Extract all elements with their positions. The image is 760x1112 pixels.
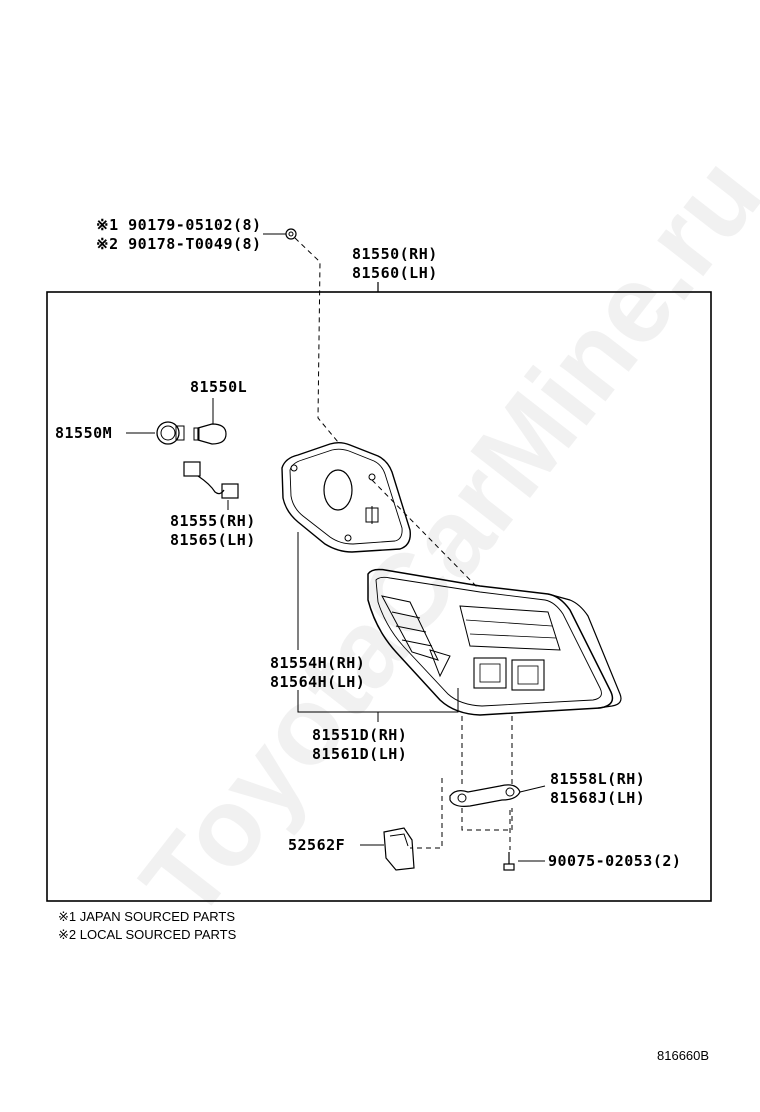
diagram-code: 816660B bbox=[657, 1048, 710, 1063]
lamp-lens-icon bbox=[367, 568, 622, 716]
sourcing-notes: ※1 JAPAN SOURCED PARTS ※2 LOCAL SOURCED … bbox=[58, 909, 237, 942]
clip-icon bbox=[360, 827, 415, 871]
bracket-label: 81558L(RH) 81568J(LH) bbox=[550, 770, 646, 807]
gasket-label: 81554H(RH) 81564H(LH) bbox=[270, 654, 366, 691]
gasket-plate-icon bbox=[281, 442, 411, 553]
bracket-icon bbox=[449, 784, 546, 807]
bolt-icon bbox=[263, 228, 297, 240]
lens-label: 81551D(RH) 81561D(LH) bbox=[312, 726, 408, 763]
socket-icon bbox=[126, 421, 185, 445]
screw-icon bbox=[503, 852, 545, 871]
lamp-assy-label: 81550(RH) 81560(LH) bbox=[352, 245, 438, 282]
screw-label: 90075-02053(2) bbox=[548, 852, 682, 870]
socket-label: 81550M bbox=[55, 424, 113, 442]
assembly-frame bbox=[46, 291, 712, 902]
bolt-label: ※1 90179-05102(8) ※2 90178-T0049(8) bbox=[96, 216, 262, 253]
wire-harness-icon bbox=[183, 461, 239, 510]
clip-label: 52562F bbox=[288, 836, 346, 854]
bulb-label: 81550L bbox=[190, 378, 248, 396]
wire-label: 81555(RH) 81565(LH) bbox=[170, 512, 256, 549]
bulb-icon bbox=[193, 398, 227, 445]
